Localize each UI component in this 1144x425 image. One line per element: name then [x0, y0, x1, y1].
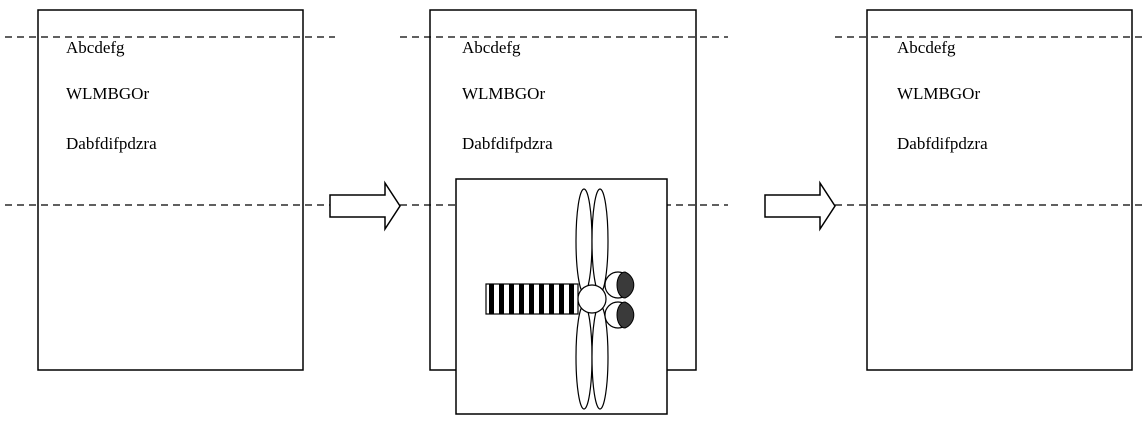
panel-1-line-1: Abcdefg [66, 38, 125, 57]
panel-3-line-1: Abcdefg [897, 38, 956, 57]
panel-1-line-3: Dabfdifpdzra [66, 134, 157, 153]
panel-1-frame [37, 9, 304, 371]
panel-3-frame [866, 9, 1133, 371]
dragonfly-icon [485, 188, 635, 410]
panel-3-line-2: WLMBGOr [897, 84, 981, 103]
panel-2-line-1: Abcdefg [462, 38, 521, 57]
transition-arrow-2 [764, 180, 836, 232]
panel-2-line-2: WLMBGOr [462, 84, 546, 103]
transition-arrow-1 [329, 180, 401, 232]
panel-3-line-3: Dabfdifpdzra [897, 134, 988, 153]
panel-1-line-2: WLMBGOr [66, 84, 150, 103]
panel-2-line-3: Dabfdifpdzra [462, 134, 553, 153]
